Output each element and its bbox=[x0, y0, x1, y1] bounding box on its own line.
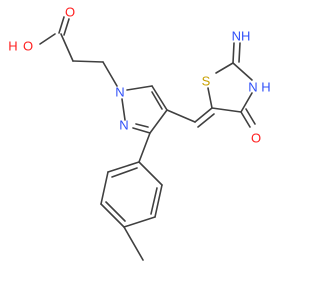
bond-ar1-ar2 bbox=[138, 161, 163, 186]
hydroxyl-h-label: H bbox=[8, 39, 17, 54]
atom-labels: H O O N N S NH N H O bbox=[8, 5, 270, 146]
bond-n2-n1 bbox=[121, 98, 126, 121]
bond-c3-n2-outer bbox=[132, 127, 151, 134]
bond-c5t-s bbox=[207, 87, 213, 109]
bond-c4-ch bbox=[166, 109, 196, 123]
bond-c2t-n3t bbox=[232, 62, 253, 81]
bond-c5-c4-outer bbox=[151, 85, 168, 111]
bond-c-ch2-1 bbox=[60, 33, 74, 62]
bond-ar4-methyl bbox=[123, 226, 144, 261]
hydroxyl-o-label: O bbox=[23, 39, 33, 54]
bond-c4t-o-double-1 bbox=[240, 111, 251, 128]
bond-c4-c3 bbox=[149, 109, 168, 134]
bond-c3-aryl bbox=[138, 132, 151, 163]
bond-oh-c bbox=[39, 33, 56, 45]
imine-nh-label: NH bbox=[232, 29, 251, 44]
bond-n3t-c4t bbox=[240, 92, 253, 113]
molecule-structure: H O O N N S NH N H O bbox=[8, 5, 271, 261]
bond-carboxyl-c-o-double-2 bbox=[63, 18, 70, 36]
bond-ar5-ar6 bbox=[100, 171, 109, 205]
ring-nh-n-label: N bbox=[248, 80, 257, 95]
bond-ch2-ch2 bbox=[72, 60, 104, 63]
bond-ch2-n1 bbox=[102, 61, 118, 87]
bond-ar6-ar1-inner bbox=[111, 167, 138, 178]
pyrazole-n2-label: N bbox=[119, 118, 128, 133]
bond-c2t-nh-double-2 bbox=[238, 42, 241, 63]
bond-ar2-ar3-inner bbox=[150, 187, 158, 215]
bond-carboxyl-c-o-double-1 bbox=[58, 16, 65, 34]
bond-ch-c5t-outer bbox=[194, 107, 213, 123]
pyrazole-n1-label: N bbox=[115, 85, 124, 100]
keto-o-label: O bbox=[251, 131, 261, 146]
ring-nh-h-label: H bbox=[261, 80, 270, 95]
bond-s-c2t bbox=[215, 62, 234, 74]
bond-ar2-ar3 bbox=[154, 184, 163, 218]
bond-ar4-ar5-inner bbox=[105, 201, 126, 222]
bond-ar3-ar4 bbox=[123, 216, 156, 228]
bond-ar4-ar5 bbox=[100, 203, 125, 228]
carbonyl-o-label: O bbox=[65, 5, 75, 20]
bonds bbox=[39, 16, 256, 261]
bond-c3-n2-inner bbox=[135, 123, 149, 128]
bond-c2t-nh-double-1 bbox=[232, 42, 235, 64]
bond-c4t-c5t bbox=[211, 107, 242, 113]
bond-c4t-o-double-2 bbox=[245, 108, 256, 125]
bond-ar6-ar1 bbox=[107, 161, 140, 173]
thiazole-s-label: S bbox=[202, 74, 211, 89]
bond-c5-c4-inner bbox=[151, 91, 163, 110]
bond-n1-c5 bbox=[126, 85, 153, 91]
bond-ch-c5t-inner bbox=[197, 113, 215, 128]
